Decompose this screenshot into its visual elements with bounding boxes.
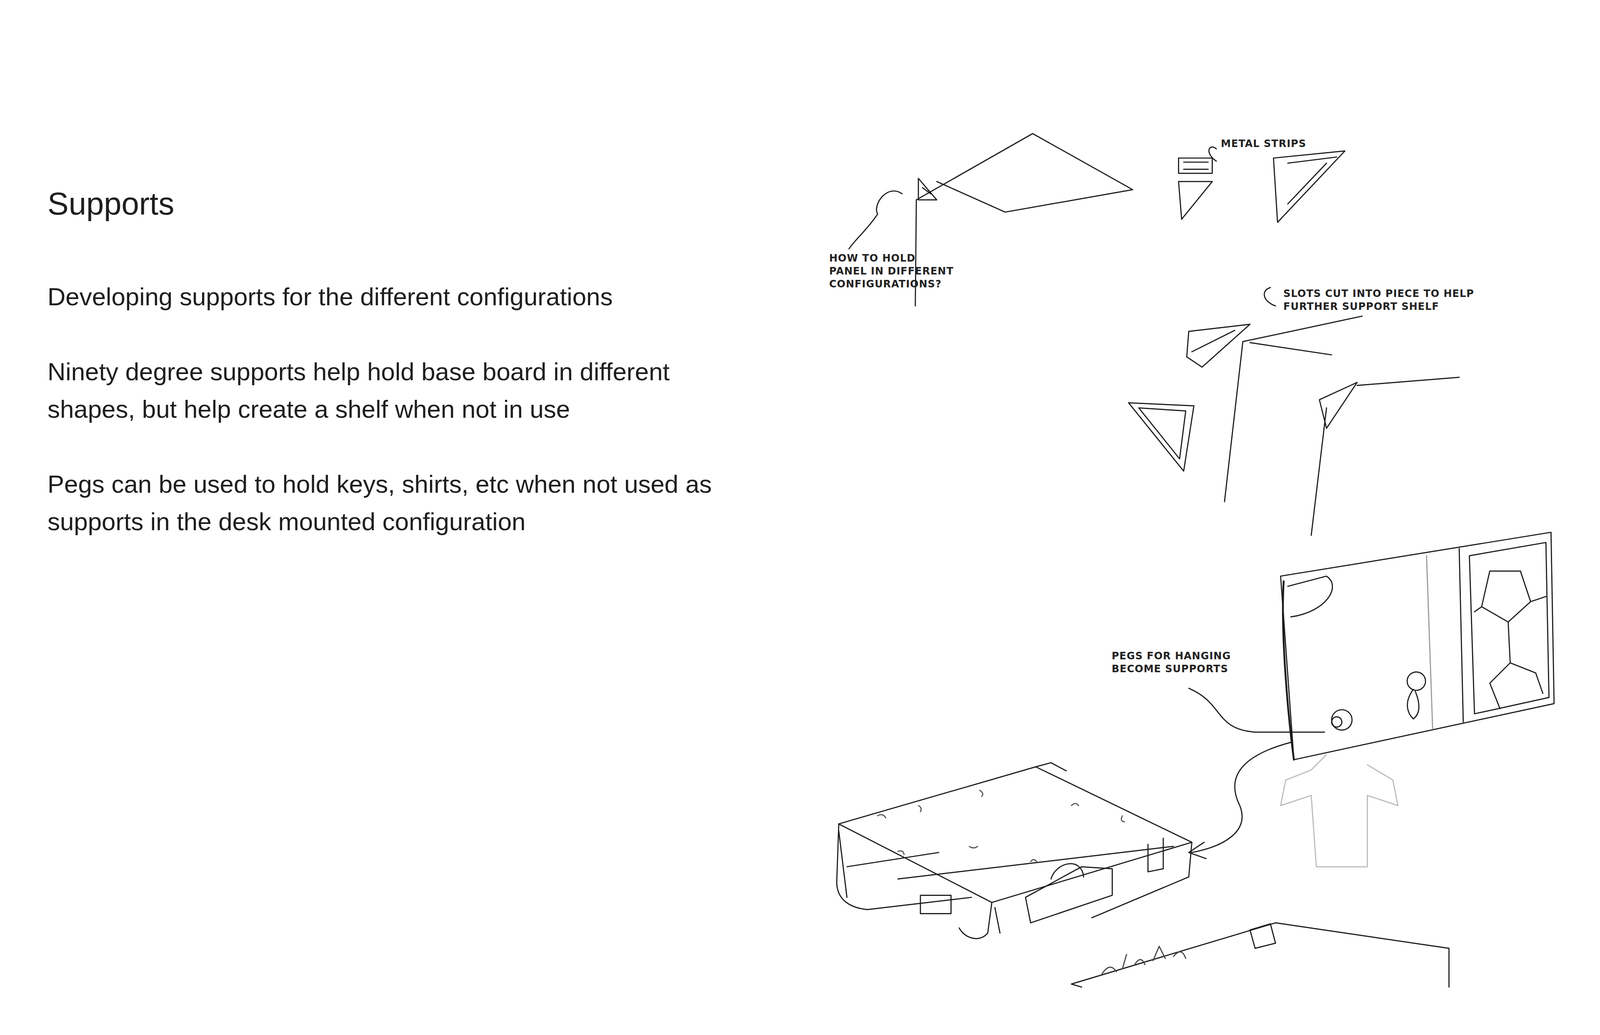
sketch-annotation: PEGS FOR HANGING BECOME SUPPORTS [1111,650,1279,676]
sketch-annotation: METAL STRIPS [1220,137,1346,151]
body-paragraph: Ninety degree supports help hold base bo… [47,353,765,429]
body-paragraph: Pegs can be used to hold keys, shirts, e… [47,465,781,541]
sketch-annotation: SLOTS CUT INTO PIECE TO HELP FURTHER SUP… [1283,287,1500,314]
body-paragraph: Developing supports for the different co… [47,278,798,316]
sketch-annotation: HOW TO HOLD PANEL IN DIFFERENT CONFIGURA… [829,252,955,291]
page-title: Supports [47,185,548,222]
